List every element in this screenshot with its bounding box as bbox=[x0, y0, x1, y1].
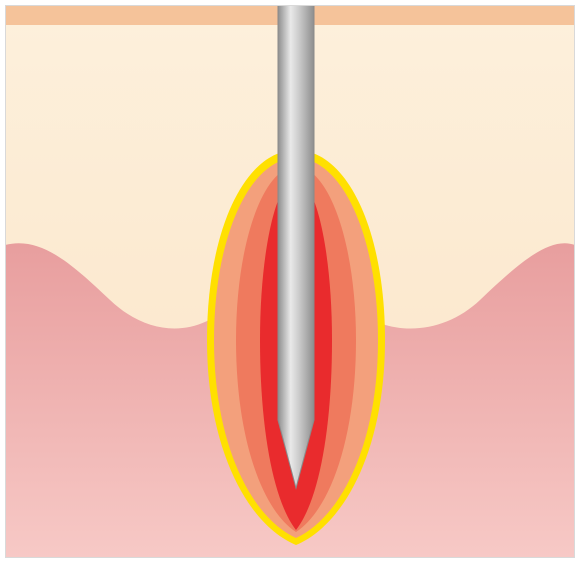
needle-icon bbox=[278, 0, 314, 488]
